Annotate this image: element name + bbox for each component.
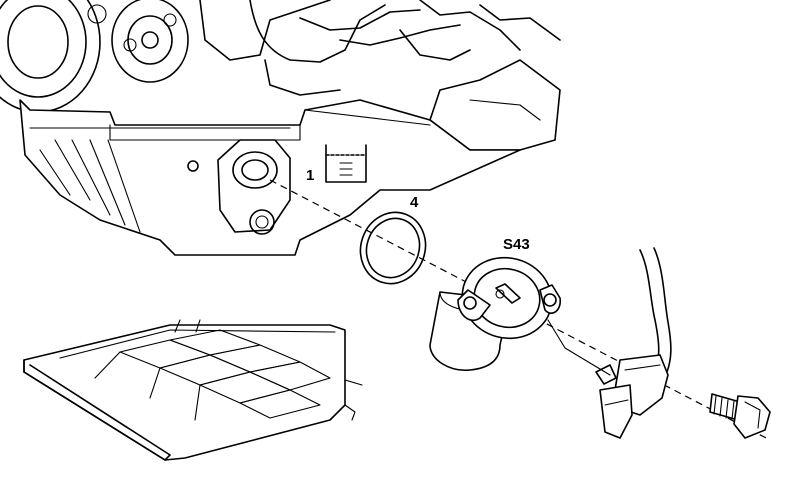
callout-4: 4 — [410, 194, 419, 211]
oil-sensor — [429, 256, 562, 371]
mounting-bolt — [709, 393, 771, 439]
seal-ring — [359, 211, 427, 285]
oil-container-icon — [325, 144, 367, 183]
callout-1: 1 — [306, 167, 314, 184]
sensor-connector — [547, 247, 672, 439]
callout-s43: S43 — [503, 236, 530, 253]
engine-block — [0, 0, 561, 256]
splash-shield-panel — [23, 319, 363, 461]
